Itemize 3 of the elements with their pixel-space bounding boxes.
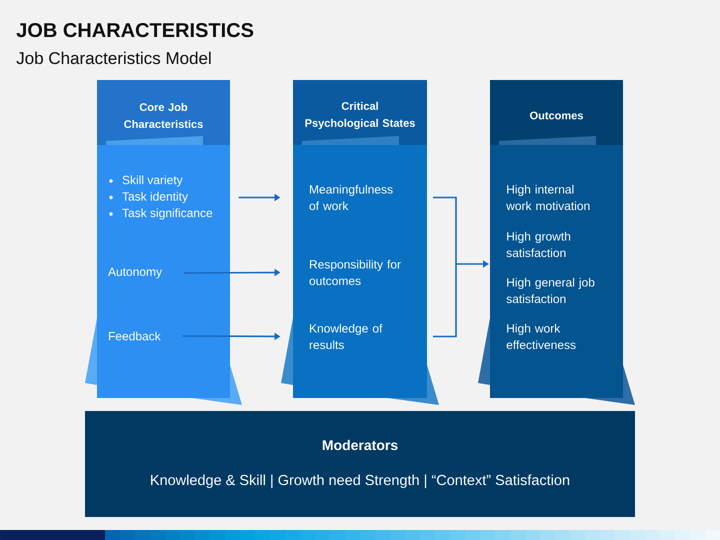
moderators-box: Moderators Knowledge & Skill | Growth need Strength | “Context” Satisfaction bbox=[85, 411, 635, 517]
subtitle: Job Characteristics Model bbox=[16, 52, 211, 64]
title: JOB CHARACTERISTICS bbox=[16, 23, 254, 38]
